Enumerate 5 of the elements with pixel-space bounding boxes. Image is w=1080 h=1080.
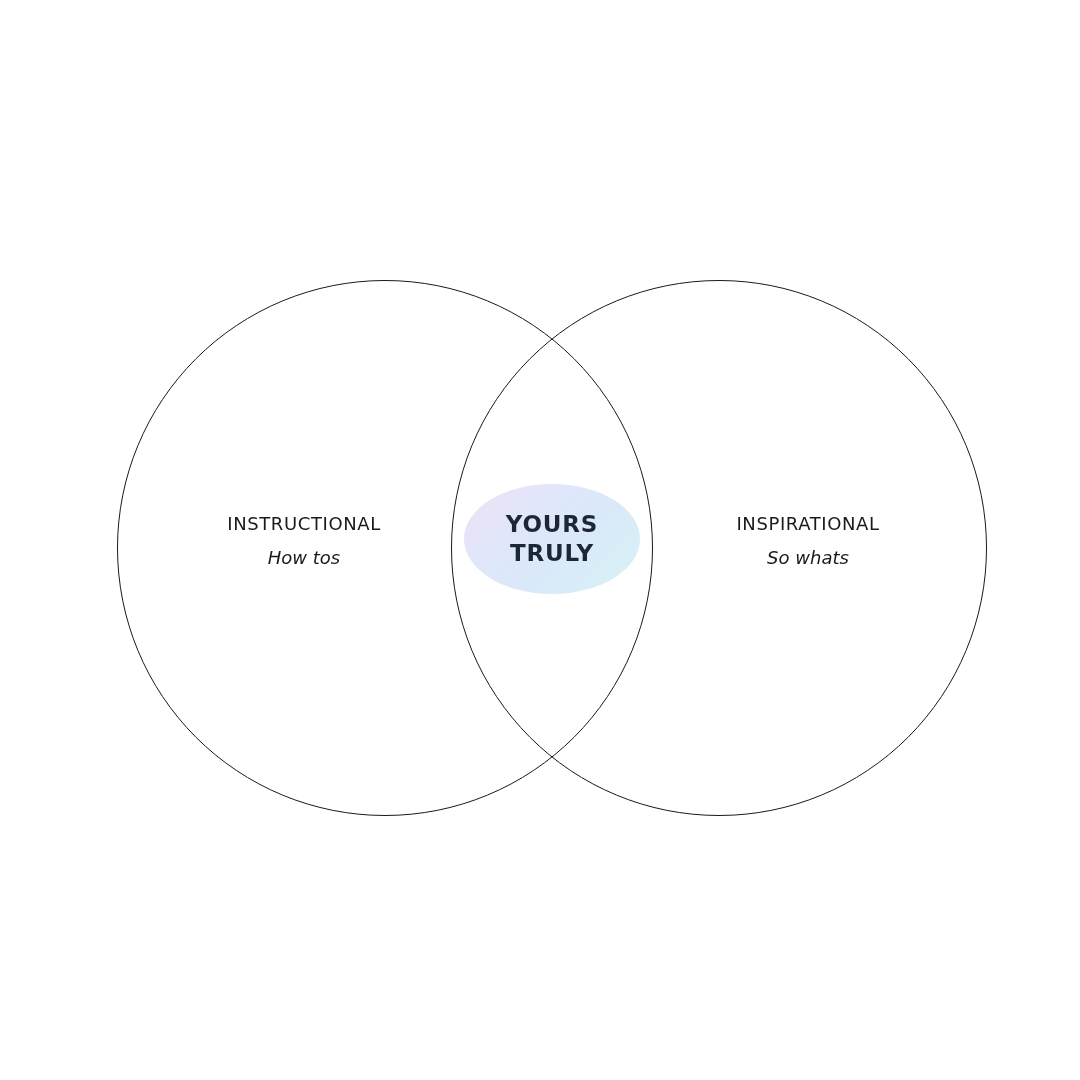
category-subtitle: So whats <box>767 546 849 570</box>
category-subtitle: How tos <box>267 546 341 570</box>
overlap-label: YOURS TRULY <box>505 510 599 568</box>
category-heading: INSPIRATIONAL <box>736 512 880 536</box>
category-heading: INSTRUCTIONAL <box>227 512 381 536</box>
